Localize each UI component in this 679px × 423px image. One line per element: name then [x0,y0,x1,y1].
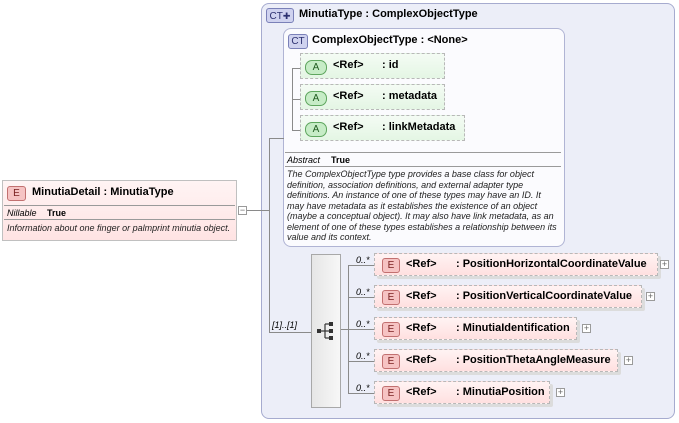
attribute-linkmetadata[interactable] [300,115,465,141]
element-badge: E [382,354,400,369]
attribute-ref: <Ref> [333,59,364,71]
sequence-connector [348,361,374,362]
attribute-badge: A [305,60,327,75]
attribute-ref: <Ref> [333,90,364,102]
abstract-label: Abstract [287,155,321,165]
sequence-connector [348,329,374,330]
attribute-name: : linkMetadata [382,121,456,133]
element-occurrence: 0..* [356,351,370,361]
expand-plus-icon[interactable]: + [624,355,633,365]
attribute-connector [292,99,302,100]
element-badge: E [382,322,400,337]
sequence-connector [348,393,374,394]
element-name: : PositionHorizontalCoordinateValue [456,258,647,270]
nillable-label: Nillable [7,208,37,218]
sequence-connector [341,329,348,330]
sequence-connector [348,265,374,266]
element-minutiaposition[interactable] [374,381,550,404]
expand-plus-icon[interactable]: + [646,291,655,301]
sequence-occurrence: [1]..[1] [272,320,298,330]
nillable-value: True [47,208,67,218]
type-connector [269,332,311,333]
divider [285,152,561,153]
attribute-connector [292,130,302,131]
complex-type-badge-inner: CT [288,34,308,49]
element-minutiadetail[interactable] [2,180,237,241]
element-positionhorizontalcoordinatevalue[interactable] [374,253,658,276]
divider [4,219,235,220]
element-name: : MinutiaPosition [456,386,545,398]
element-name: : PositionThetaAngleMeasure [456,354,611,366]
element-positionthetaanglemeasure[interactable] [374,349,618,372]
element-badge: E [7,186,26,201]
attribute-id[interactable] [300,53,445,79]
ct-minutiatype-title: MinutiaType : ComplexObjectType [299,8,478,20]
divider [285,166,561,167]
element-ref: <Ref> [406,290,437,302]
attribute-connector [292,68,302,69]
detail-connector [247,210,269,211]
element-occurrence: 0..* [356,287,370,297]
element-ref: <Ref> [406,386,437,398]
type-connector-trunk [269,138,270,333]
element-occurrence: 0..* [356,319,370,329]
sequence-compositor-icon [316,321,336,341]
type-connector [269,138,284,139]
element-occurrence: 0..* [356,255,370,265]
element-minutiaidentification[interactable] [374,317,577,340]
element-positionverticalcoordinatevalue[interactable] [374,285,642,308]
collapse-minus-icon[interactable]: − [238,205,247,215]
element-ref: <Ref> [406,322,437,334]
attribute-name: : id [382,59,399,71]
attribute-ref: <Ref> [333,121,364,133]
element-badge: E [382,290,400,305]
element-minutiadetail-description: Information about one finger or palmprin… [7,223,231,233]
attribute-badge: A [305,91,327,106]
ct-complexobjecttype-title: ComplexObjectType : <None> [312,34,468,46]
complex-type-badge: CT✚ [266,8,294,23]
element-ref: <Ref> [406,258,437,270]
divider [4,205,235,206]
sequence-connector [348,297,374,298]
element-occurrence: 0..* [356,383,370,393]
abstract-value: True [331,155,351,165]
complex-type-plus-icon: ✚ [282,11,291,21]
attribute-name: : metadata [382,90,438,102]
element-badge: E [382,386,400,401]
element-badge: E [382,258,400,273]
expand-plus-icon[interactable]: + [556,387,565,397]
expand-plus-icon[interactable]: + [582,323,591,333]
expand-plus-icon[interactable]: + [660,259,669,269]
element-name: : PositionVerticalCoordinateValue [456,290,633,302]
element-ref: <Ref> [406,354,437,366]
element-name: : MinutiaIdentification [456,322,570,334]
element-minutiadetail-title: MinutiaDetail : MinutiaType [32,186,174,198]
attribute-badge: A [305,122,327,137]
ct-description: The ComplexObjectType type provides a ba… [287,169,557,242]
